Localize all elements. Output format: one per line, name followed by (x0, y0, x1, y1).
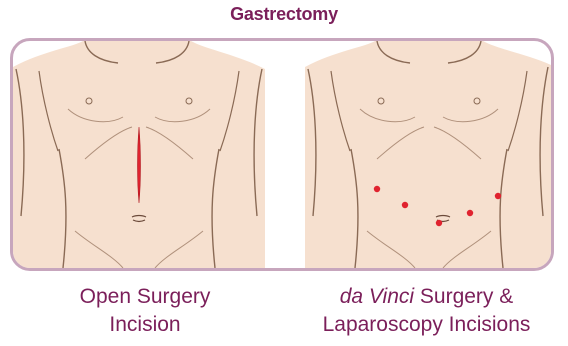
incision-line (138, 127, 141, 203)
incision-dot (402, 202, 408, 208)
davinci-torso (305, 41, 551, 268)
davinci-caption-line1: da Vinci Surgery & (285, 283, 568, 311)
davinci-caption: da Vinci Surgery & Laparoscopy Incisions (285, 283, 568, 339)
incision-dot (467, 210, 473, 216)
incision-dot (436, 220, 442, 226)
open-surgery-torso (13, 41, 265, 268)
open-caption-line2: Incision (10, 311, 280, 339)
incision-dot (495, 193, 501, 199)
illustration-panel (10, 38, 554, 271)
torsos-svg (13, 41, 551, 268)
davinci-caption-line2: Laparoscopy Incisions (285, 311, 568, 339)
right-torso-skin (305, 41, 551, 268)
open-surgery-caption: Open Surgery Incision (10, 283, 280, 339)
diagram-title: Gastrectomy (0, 4, 568, 25)
open-caption-line1: Open Surgery (10, 283, 280, 311)
davinci-caption-rest: Surgery & (414, 285, 513, 308)
incision-dot (374, 186, 380, 192)
davinci-brand-text: da Vinci (340, 285, 414, 308)
